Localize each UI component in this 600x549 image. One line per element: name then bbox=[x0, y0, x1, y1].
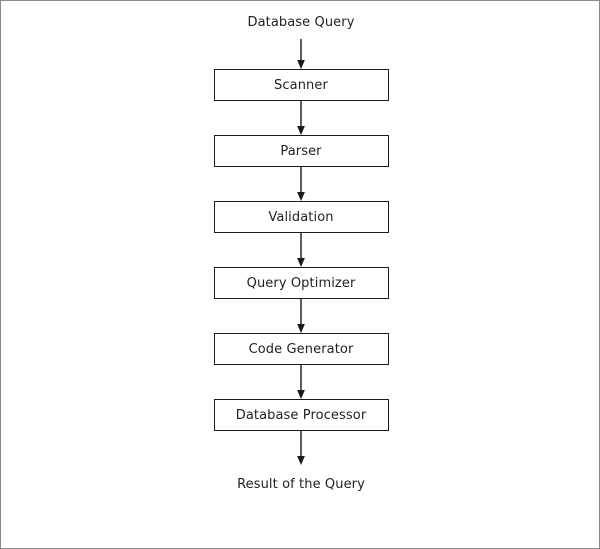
arrow-code-generator-to-database-processor bbox=[297, 365, 305, 399]
arrow-parser-to-validation bbox=[297, 167, 305, 201]
arrow-scanner-to-parser bbox=[297, 101, 305, 135]
arrow-input-to-scanner bbox=[297, 39, 305, 69]
node-validation-label: Validation bbox=[268, 209, 334, 225]
node-code-generator[interactable]: Code Generator bbox=[213, 333, 389, 365]
node-parser-label: Parser bbox=[280, 143, 322, 159]
arrow-query-optimizer-to-code-generator bbox=[297, 299, 305, 333]
node-database-processor-label: Database Processor bbox=[235, 407, 367, 423]
node-validation[interactable]: Validation bbox=[213, 201, 389, 233]
node-database-processor[interactable]: Database Processor bbox=[213, 399, 389, 431]
arrow-database-processor-to-result bbox=[297, 431, 305, 465]
node-query-optimizer-label: Query Optimizer bbox=[246, 275, 356, 291]
arrow-validation-to-query-optimizer bbox=[297, 233, 305, 267]
node-scanner[interactable]: Scanner bbox=[213, 69, 389, 101]
output-label-result-of-the-query: Result of the Query bbox=[237, 477, 365, 492]
node-query-optimizer[interactable]: Query Optimizer bbox=[213, 267, 389, 299]
input-label-database-query: Database Query bbox=[247, 15, 355, 30]
node-scanner-label: Scanner bbox=[274, 77, 328, 93]
node-code-generator-label: Code Generator bbox=[248, 341, 354, 357]
node-parser[interactable]: Parser bbox=[213, 135, 389, 167]
